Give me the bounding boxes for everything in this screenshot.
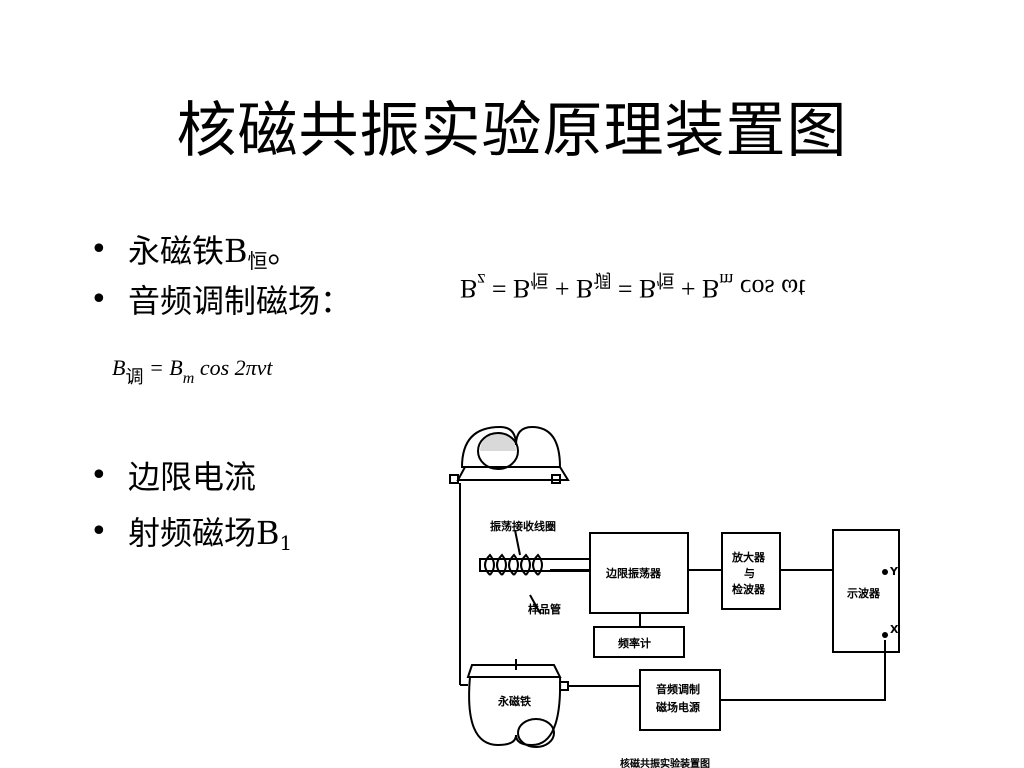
- bullet-rf-field: 射频磁场B1: [84, 514, 292, 570]
- bottom-bullet-list: 边限电流 射频磁场B1: [84, 458, 292, 570]
- oscillator-label: 边限振荡器: [605, 566, 662, 580]
- amp-label-2: 与: [744, 567, 755, 580]
- audio-box: [639, 669, 721, 731]
- bottom-magnet-shape: [466, 664, 562, 678]
- bullet-audio-field: 音频调制磁场：: [84, 282, 352, 332]
- top-bullet-list: 永磁铁B恒。 音频调制磁场：: [84, 232, 352, 332]
- diagram-caption: 核磁共振实验装置图: [620, 757, 710, 768]
- scope-y-label: Y: [889, 565, 899, 578]
- top-pole-hatch: [477, 432, 519, 470]
- freq-counter-label: 频率计: [618, 636, 651, 650]
- amp-label-1: 放大器: [731, 550, 766, 564]
- total-field-formula-mirrored: Bz = B恒 + B调 = B恒 + Bm cos ωt: [460, 270, 806, 303]
- coil-label: 振荡接收线圈: [490, 519, 556, 533]
- audio-label-1: 音频调制: [656, 682, 700, 696]
- amp-label-3: 检波器: [732, 582, 766, 596]
- modulation-formula: B调 = Bm cos 2πνt: [112, 355, 273, 387]
- bullet-permanent-magnet: 永磁铁B恒。: [84, 232, 352, 282]
- coil-shape: [484, 553, 543, 576]
- scope-x-label: X: [890, 623, 899, 636]
- tube-label: 样品管: [528, 602, 561, 616]
- bullet-marginal-current: 边限电流: [84, 458, 292, 514]
- magnet-label: 永磁铁: [497, 694, 531, 708]
- scope-box: [832, 529, 900, 653]
- apparatus-diagram: 振荡接收线圈 样品管 边限振荡器 频率计 放大器 与 检波器 示波器 Y X 永…: [449, 425, 900, 768]
- scope-label: 示波器: [846, 586, 881, 600]
- slide-title: 核磁共振实验原理装置图: [176, 96, 848, 166]
- audio-label-2: 磁场电源: [656, 700, 700, 714]
